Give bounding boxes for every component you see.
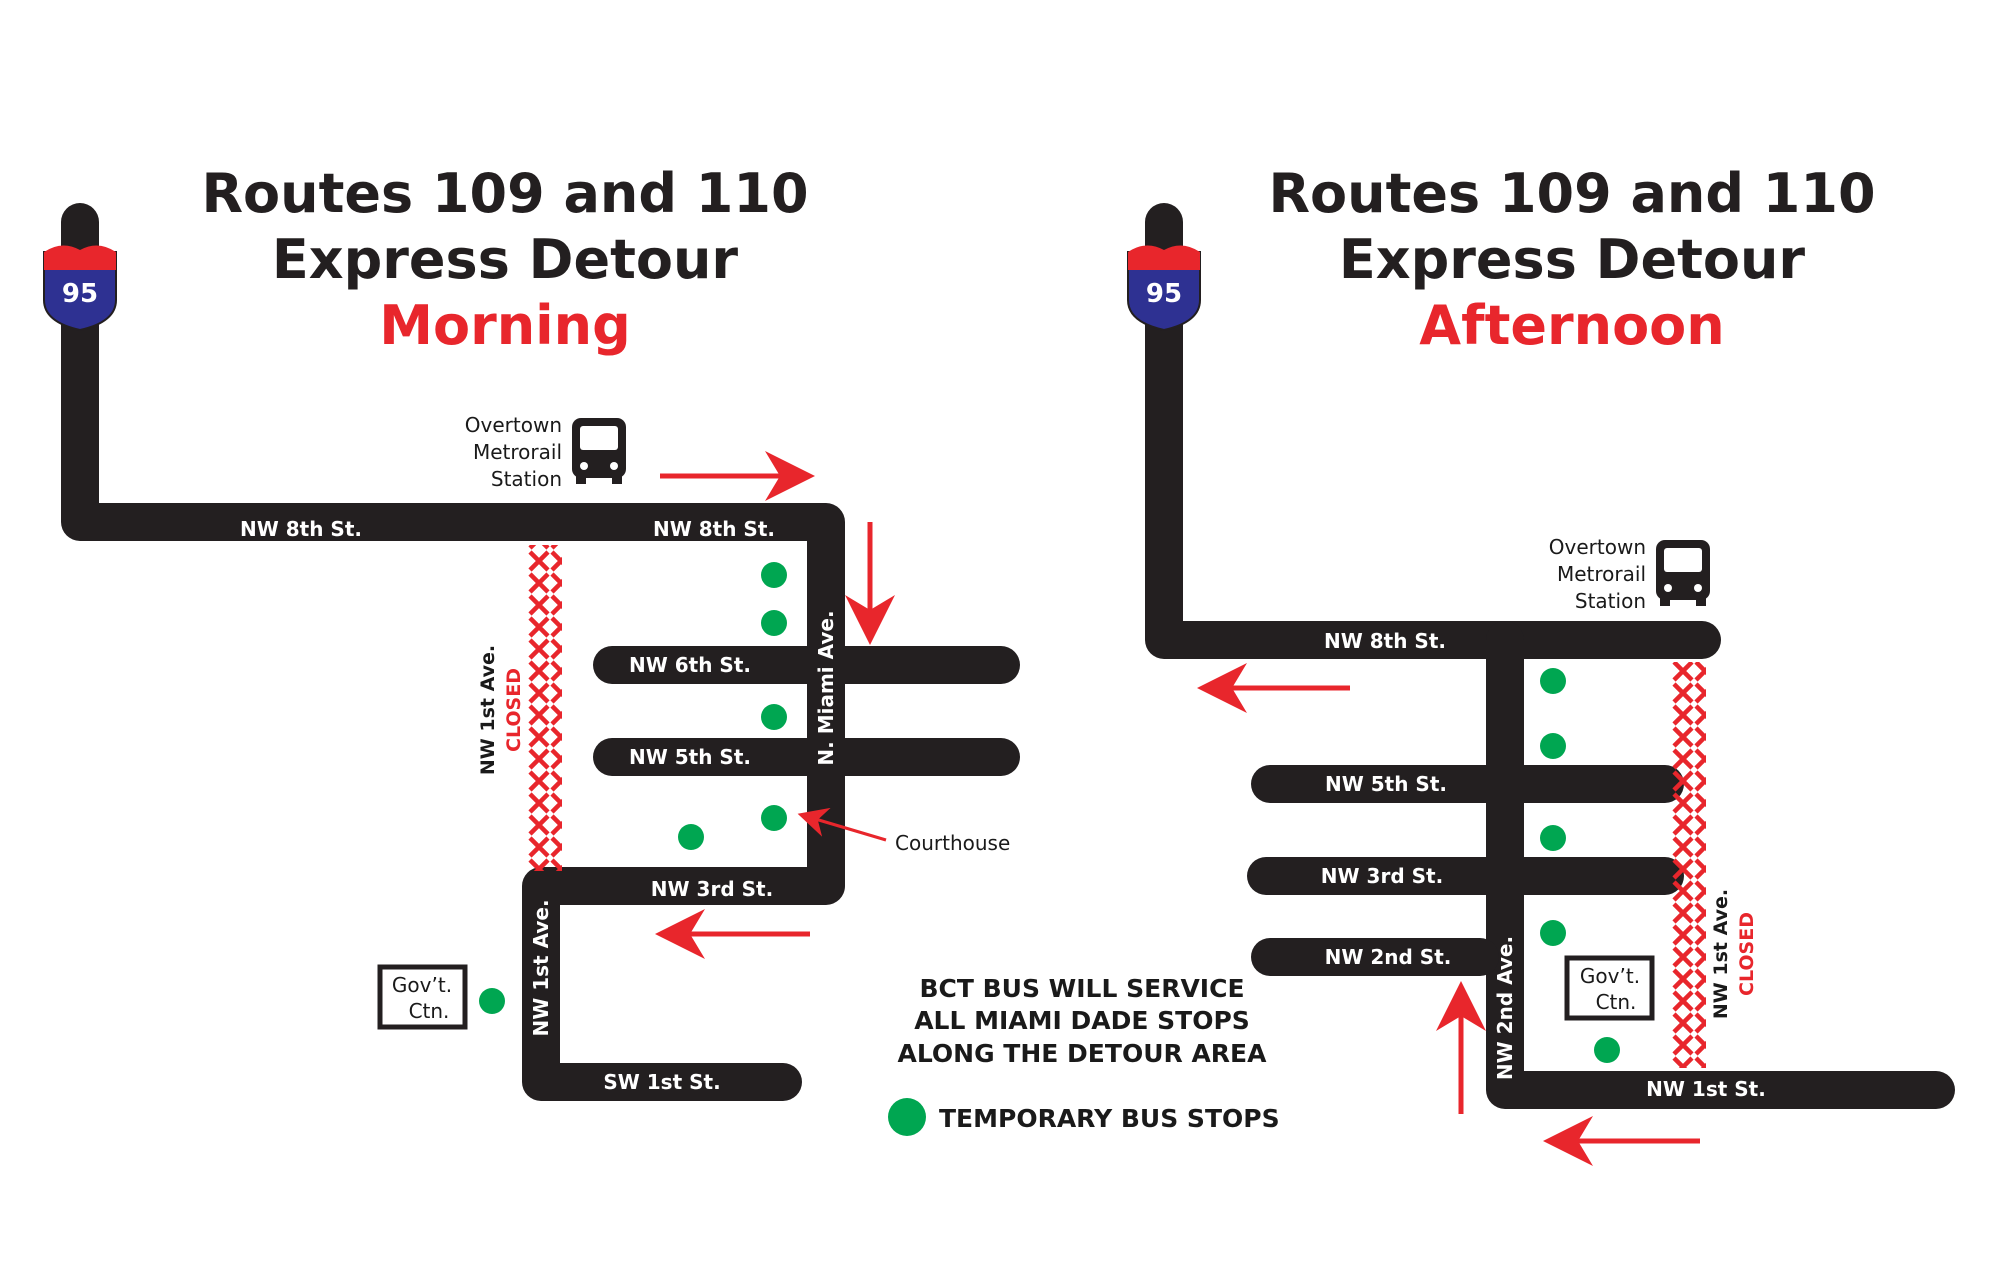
afternoon-closed-road (1672, 662, 1706, 1068)
afternoon-station-line1: Overtown (1549, 535, 1646, 559)
legend-bus-stop-icon (888, 1098, 926, 1136)
morning-title-line3: Morning (379, 294, 631, 357)
afternoon-title-line2: Express Detour (1339, 228, 1806, 291)
morning-title-line1: Routes 109 and 110 (201, 162, 808, 225)
afternoon-station-line3: Station (1575, 589, 1646, 613)
afternoon-bus-icon (1656, 540, 1710, 606)
morning-govt-line1: Gov’t. (392, 973, 452, 997)
afternoon-shield-number: 95 (1146, 279, 1182, 309)
afternoon-govt-box (1564, 955, 1655, 1021)
morning-label-n-miami-ave: N. Miami Ave. (814, 610, 838, 765)
afternoon-label-nw8th: NW 8th St. (1324, 629, 1446, 653)
morning-bus-stop (761, 610, 787, 636)
morning-i95-shield-icon: 95 (43, 245, 117, 332)
afternoon-closed-label: CLOSED (1736, 912, 1758, 996)
morning-label-sw1st: SW 1st St. (603, 1070, 720, 1094)
morning-courthouse-label: Courthouse (895, 831, 1010, 855)
morning-govt-line2: Ctn. (409, 999, 450, 1023)
afternoon-label-nw1st: NW 1st St. (1646, 1077, 1766, 1101)
morning-label-nw8th-b: NW 8th St. (653, 517, 775, 541)
afternoon-roads (1145, 203, 1955, 1109)
afternoon-bus-stop (1540, 668, 1566, 694)
afternoon-title-line3: Afternoon (1419, 294, 1724, 357)
notice-line2: ALL MIAMI DADE STOPS (914, 1006, 1250, 1035)
afternoon-label-nw1st-ave-closed: NW 1st Ave. (1710, 889, 1732, 1019)
morning-label-nw5th: NW 5th St. (629, 745, 751, 769)
afternoon-bus-stop (1540, 920, 1566, 946)
afternoon-govt-line2: Ctn. (1596, 990, 1637, 1014)
legend: TEMPORARY BUS STOPS (888, 1098, 1280, 1136)
afternoon-bus-stop (1540, 733, 1566, 759)
morning-bus-stop (761, 805, 787, 831)
legend-temporary-stops-label: TEMPORARY BUS STOPS (939, 1104, 1280, 1133)
afternoon-label-nw2nd: NW 2nd St. (1325, 945, 1452, 969)
morning-station-line2: Metrorail (473, 440, 562, 464)
afternoon-i95-shield-icon: 95 (1127, 245, 1201, 332)
afternoon-title-line1: Routes 109 and 110 (1268, 162, 1875, 225)
service-notice: BCT BUS WILL SERVICE ALL MIAMI DADE STOP… (898, 974, 1268, 1068)
afternoon-map: Routes 109 and 110 Express Detour Aftern… (1127, 162, 1955, 1166)
morning-label-nw1st-ave-closed: NW 1st Ave. (477, 645, 499, 775)
morning-bus-icon (572, 418, 626, 484)
morning-closed-road (528, 545, 562, 871)
morning-label-nw8th-a: NW 8th St. (240, 517, 362, 541)
afternoon-govt-line1: Gov’t. (1580, 964, 1640, 988)
morning-bus-stop (479, 988, 505, 1014)
morning-bus-stop (761, 704, 787, 730)
notice-line1: BCT BUS WILL SERVICE (919, 974, 1244, 1003)
morning-closed-label: CLOSED (503, 668, 525, 752)
morning-bus-stop (761, 562, 787, 588)
afternoon-bus-stop (1594, 1037, 1620, 1063)
afternoon-label-nw5th: NW 5th St. (1325, 772, 1447, 796)
morning-shield-number: 95 (62, 279, 98, 309)
morning-label-nw1st-ave: NW 1st Ave. (529, 899, 553, 1036)
notice-line3: ALONG THE DETOUR AREA (898, 1039, 1268, 1068)
afternoon-label-nw2nd-ave: NW 2nd Ave. (1493, 936, 1517, 1080)
morning-govt-box (377, 964, 468, 1030)
morning-courthouse-pointer (797, 807, 887, 842)
morning-title-line2: Express Detour (272, 228, 739, 291)
afternoon-station-line2: Metrorail (1557, 562, 1646, 586)
morning-station-line1: Overtown (465, 413, 562, 437)
morning-map: Routes 109 and 110 Express Detour Mornin… (43, 162, 1020, 1101)
morning-bus-stop (678, 824, 704, 850)
morning-route-path (61, 203, 845, 1101)
afternoon-label-nw3rd: NW 3rd St. (1321, 864, 1443, 888)
afternoon-bus-stop (1540, 825, 1566, 851)
morning-roads (61, 203, 1020, 1101)
morning-label-nw6th: NW 6th St. (629, 653, 751, 677)
morning-label-nw3rd: NW 3rd St. (651, 877, 773, 901)
morning-station-line3: Station (491, 467, 562, 491)
